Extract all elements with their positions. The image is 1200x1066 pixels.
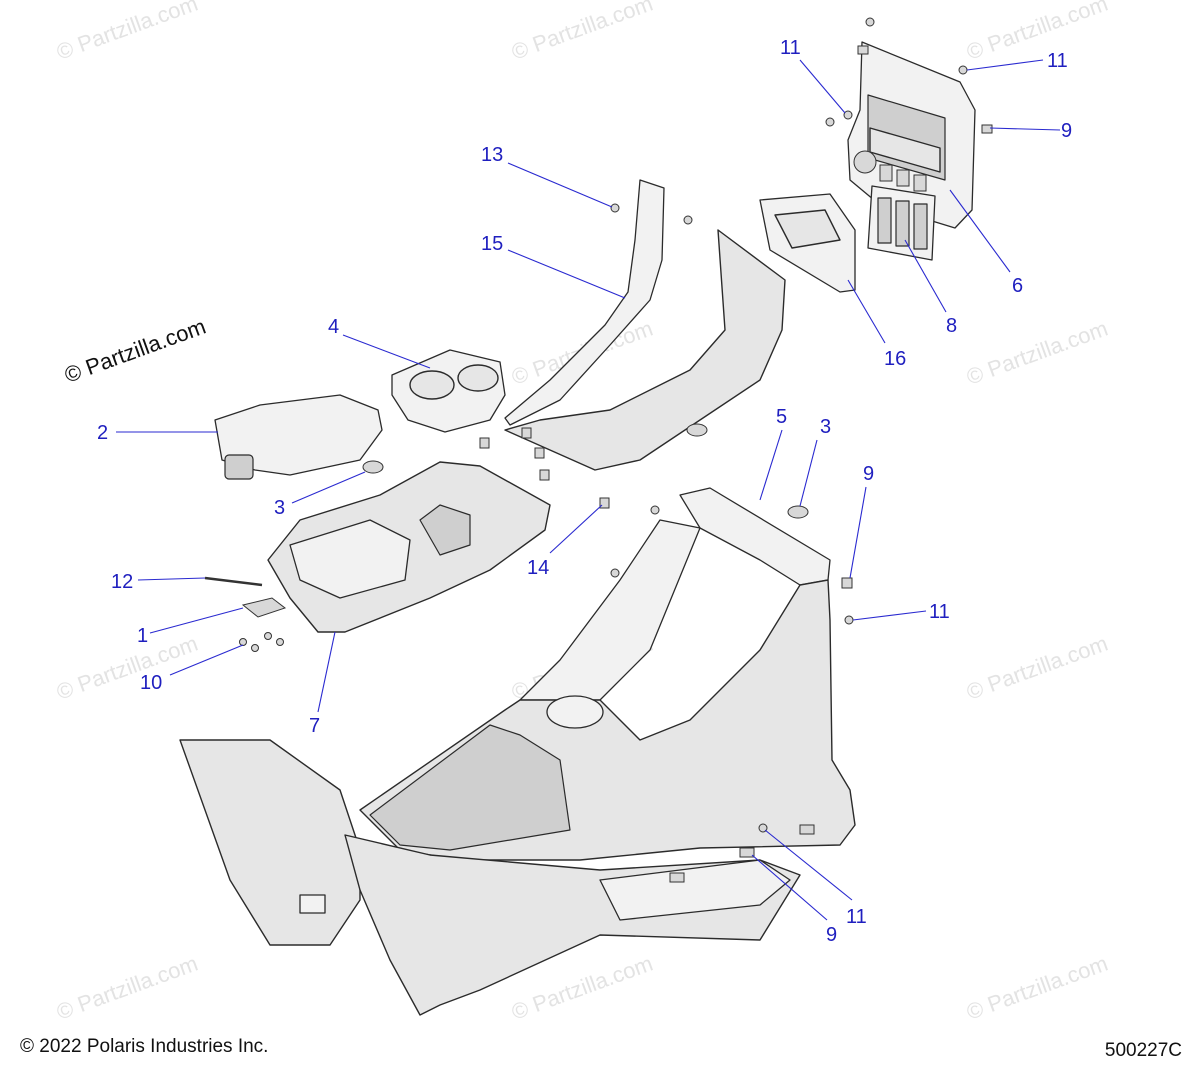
upper-console-panel-part	[504, 229, 786, 471]
callout-11: 11	[929, 601, 950, 623]
callout-9: 9	[826, 924, 837, 946]
callout-labels: 1 2 3 3 4 5 6 7 8 9 9 9 10 11 11 11 11 1…	[97, 37, 1072, 946]
storage-bin-part	[267, 461, 551, 633]
callout-11: 11	[1047, 50, 1068, 72]
side-trim-part	[504, 179, 665, 426]
watermark: © Partzilla.com	[53, 951, 201, 1025]
diagram-id: 500227C	[1104, 1040, 1182, 1061]
switch-bezel-part	[759, 193, 856, 293]
console-frame-part	[359, 487, 856, 861]
callout-15: 15	[481, 233, 503, 255]
trim-screw-part	[610, 17, 968, 833]
grommet-part	[362, 423, 809, 519]
trim-clip-part	[669, 45, 993, 883]
callout-9: 9	[863, 463, 874, 485]
callout-5: 5	[776, 406, 787, 428]
watermark-prominent: © Partzilla.com	[61, 314, 209, 388]
callout-16: 16	[884, 348, 906, 370]
leader-lines	[116, 59, 1061, 921]
callout-10: 10	[140, 672, 162, 694]
callout-13: 13	[481, 144, 503, 166]
callout-3: 3	[274, 497, 285, 519]
callout-2: 2	[97, 422, 108, 444]
callout-11: 11	[780, 37, 801, 59]
watermark: © Partzilla.com	[53, 0, 201, 65]
cupholder-part	[391, 349, 506, 433]
left-side-panel-part	[179, 739, 361, 946]
copyright-notice: © 2022 Polaris Industries Inc.	[20, 1036, 269, 1057]
callout-1: 1	[137, 625, 148, 647]
armrest-lid-part	[214, 394, 383, 480]
switch-panel-part	[867, 185, 936, 261]
callout-12: 12	[111, 571, 133, 593]
callout-9: 9	[1061, 120, 1072, 142]
screws-part	[239, 632, 284, 652]
watermark: © Partzilla.com	[508, 0, 656, 65]
dash-bezel-part	[847, 41, 976, 229]
watermark: © Partzilla.com	[963, 631, 1111, 705]
watermark: © Partzilla.com	[963, 0, 1111, 65]
callout-11: 11	[846, 906, 867, 928]
callout-3: 3	[820, 416, 831, 438]
callout-8: 8	[946, 315, 957, 337]
callout-14: 14	[527, 557, 549, 579]
hinge-pin-part	[204, 576, 263, 587]
watermark: © Partzilla.com	[963, 316, 1111, 390]
callout-6: 6	[1012, 275, 1023, 297]
callout-4: 4	[328, 316, 339, 338]
callout-7: 7	[309, 715, 320, 737]
latch-part	[241, 597, 287, 618]
watermark: © Partzilla.com	[53, 631, 201, 705]
front-lower-panel-part	[344, 834, 801, 1016]
watermark: © Partzilla.com	[963, 951, 1111, 1025]
clip-part	[479, 427, 610, 509]
